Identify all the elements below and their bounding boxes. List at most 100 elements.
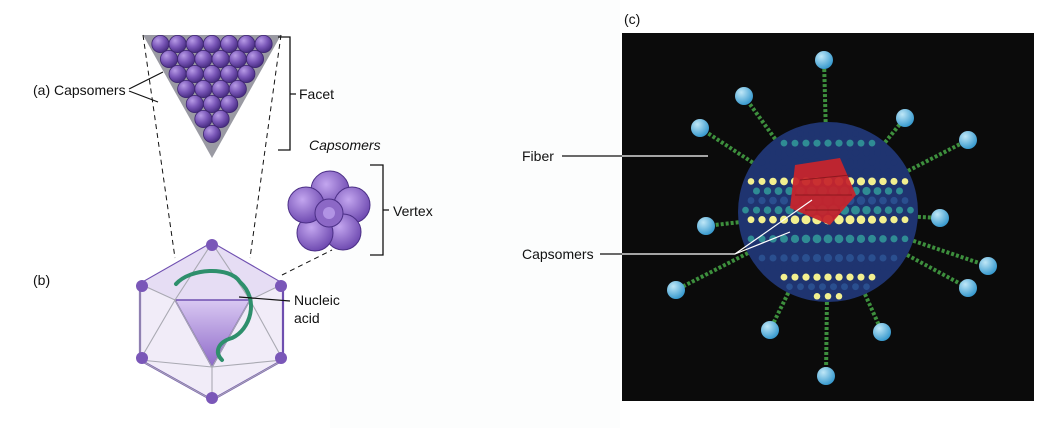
capsid-capsomer (824, 273, 832, 281)
capsid-capsomer (747, 197, 755, 204)
capsid-capsomer (774, 225, 783, 234)
capsomer-sphere (237, 65, 256, 84)
capsid-capsomer (901, 235, 909, 243)
capsid-capsomer (846, 254, 854, 262)
fiber-knob (979, 257, 997, 275)
capsid-capsomer (840, 244, 849, 253)
fiber-knob (931, 209, 949, 227)
capsid-capsomer (834, 253, 844, 262)
capsid-capsomer (813, 273, 821, 281)
capsid-capsomer (802, 273, 810, 281)
capsid-capsomer (785, 225, 794, 234)
capsid-capsomer (774, 206, 783, 215)
capsid-capsomer (796, 244, 805, 253)
capsid-capsomer (824, 292, 832, 300)
capsid-capsomer (835, 273, 843, 281)
capsid-capsomer (769, 177, 777, 186)
capsomer-sphere (168, 65, 187, 84)
capsid-capsomer (856, 196, 866, 205)
capsomer-sphere (194, 110, 213, 129)
capsomer-sphere (185, 65, 204, 84)
capsomer-sphere (211, 110, 230, 129)
capsid-capsomer (840, 224, 849, 234)
capsomer-sphere (159, 50, 178, 69)
capsid-capsomer (742, 225, 749, 233)
capsid-capsomer (890, 235, 898, 243)
capsid-capsomer (758, 177, 766, 185)
capsid-capsomer (775, 264, 782, 272)
capsid-capsomer (835, 139, 843, 147)
capsid-capsomer (774, 187, 783, 195)
capsid-capsomer (808, 283, 815, 291)
capsomer-sphere (245, 50, 264, 69)
fiber-knob (667, 281, 685, 299)
capsid-capsomer (879, 254, 887, 262)
capsomer-sphere (151, 35, 170, 54)
capsid-capsomer (752, 225, 761, 233)
capsid-capsomer (884, 187, 893, 195)
capsid-capsomer (857, 254, 865, 262)
capsid-capsomer (791, 254, 799, 262)
capsid-capsomer (796, 263, 805, 272)
capsid-capsomer (758, 254, 766, 262)
capsid-capsomer (862, 225, 871, 234)
capsid-capsomer (896, 168, 903, 176)
capsid-capsomer (845, 215, 855, 225)
capsid-capsomer (862, 244, 871, 253)
capsid-capsomer (851, 224, 860, 234)
capsid-capsomer (785, 263, 794, 272)
capsid-capsomer (807, 244, 816, 253)
capsid-capsomer (753, 245, 760, 252)
capsid-capsomer (868, 158, 876, 166)
capsid-capsomer (819, 130, 826, 137)
capsid-capsomer (840, 148, 849, 157)
capsid-capsomer (862, 263, 871, 272)
fiber-knob (815, 51, 833, 69)
capsomer-sphere (168, 35, 187, 54)
capsid-capsomer (879, 158, 887, 166)
facet-triangle (143, 35, 281, 158)
capsid-capsomer (868, 139, 876, 147)
capsid-capsomer (901, 197, 909, 204)
capsid-capsomer (890, 196, 898, 205)
capsomer-sphere (220, 35, 239, 54)
capsid-capsomer (807, 224, 816, 234)
capsid-capsomer (828, 224, 839, 234)
capsid-capsomer (829, 263, 838, 272)
capsid-capsomer (753, 187, 760, 195)
capsid-capsomer (857, 139, 865, 147)
panel-a-label: (a) Capsomers (33, 82, 126, 98)
capsid-capsomer (764, 149, 771, 156)
capsomer-sphere (185, 95, 204, 114)
capsid-capsomer (846, 139, 854, 147)
capsid-capsomer (807, 148, 816, 157)
capsomers-c-label: Capsomers (522, 246, 594, 262)
capsid-capsomer (873, 187, 882, 195)
capsid-capsomer (823, 253, 833, 263)
capsid-capsomer (862, 149, 871, 157)
capsomer-sphere (185, 35, 204, 54)
fiber-label: Fiber (522, 148, 554, 164)
capsid-capsomer (879, 235, 887, 243)
capsid-capsomer (890, 254, 898, 262)
capsid-capsomer (797, 283, 804, 291)
capsid-capsomer (785, 244, 794, 253)
capsomer-sphere (177, 50, 196, 69)
icosahedron (136, 239, 287, 404)
capsid-capsomer (901, 216, 909, 224)
capsomer-sphere (228, 50, 247, 69)
vertex-pentamer (287, 170, 371, 252)
capsid-capsomer (780, 273, 788, 281)
fiber-shaft (827, 210, 989, 268)
capsid-capsomer (791, 139, 799, 147)
capsid-capsomer (829, 148, 838, 157)
panel-c-label: (c) (624, 11, 640, 27)
capsid-capsomer (834, 234, 844, 244)
capsid-capsomer (884, 168, 893, 176)
capsid-capsomer (874, 264, 881, 272)
capsid-capsomer (823, 234, 833, 244)
capsid-capsomer (901, 178, 909, 185)
fiber-knob (817, 367, 835, 385)
capsid-capsomer (796, 149, 805, 157)
capsid-capsomer (830, 283, 837, 291)
